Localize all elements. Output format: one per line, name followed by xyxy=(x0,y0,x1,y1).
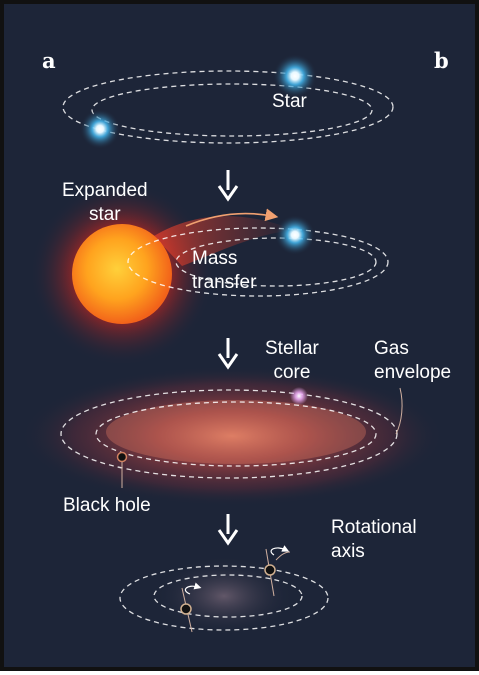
giant-star xyxy=(72,224,172,324)
black-hole-2 xyxy=(180,603,192,615)
label-gas-envelope: Gas envelope xyxy=(374,338,452,383)
black-hole-1 xyxy=(264,564,276,576)
mass-transfer-arrow xyxy=(185,208,279,227)
stage-arrows xyxy=(217,170,239,546)
orbit-outer xyxy=(62,70,394,144)
stage-1-binary xyxy=(62,54,394,149)
black-hole-dot xyxy=(116,451,128,463)
blue-star-top xyxy=(273,54,317,98)
label-expanded-star: Expanded star xyxy=(62,180,148,225)
orbit-stage-4-inner xyxy=(153,574,303,618)
panel-label-b: b xyxy=(434,48,449,73)
merger-glow xyxy=(154,556,294,636)
illustration xyxy=(20,54,444,636)
panel-label-a: a xyxy=(42,48,56,73)
label-black-hole: Black hole xyxy=(63,495,151,516)
stage-2-mass-transfer xyxy=(30,182,389,366)
orbit-stage-3-inner xyxy=(95,401,377,467)
envelope-core-glow xyxy=(106,400,366,464)
down-arrow-1-head xyxy=(217,185,239,202)
label-rotational-axis: Rotational axis xyxy=(331,517,417,562)
down-arrow-3-head xyxy=(217,529,239,546)
spin-arrow-1 xyxy=(270,545,290,556)
blue-star-accretor xyxy=(275,215,315,255)
stage-3-common-envelope xyxy=(20,366,444,506)
mass-stream xyxy=(154,216,294,266)
stage-4-black-hole-binary xyxy=(119,545,329,636)
gas-envelope-leader xyxy=(395,387,403,435)
orbit-inner xyxy=(91,83,373,137)
spin-arrow-2 xyxy=(184,582,202,595)
orbit-stage-2-outer xyxy=(127,227,389,297)
stellar-core-dot xyxy=(290,387,308,405)
orbit-stage-3-outer xyxy=(60,389,398,479)
rotational-axis-leader xyxy=(275,551,291,561)
label-mass-transfer: Mass transfer xyxy=(192,248,257,293)
orbit-stage-4-outer xyxy=(119,565,329,631)
down-arrow-2-head xyxy=(217,353,239,370)
blue-star-left xyxy=(80,109,120,149)
label-stellar-core: Stellar core xyxy=(265,338,319,383)
label-star: Star xyxy=(272,91,307,112)
